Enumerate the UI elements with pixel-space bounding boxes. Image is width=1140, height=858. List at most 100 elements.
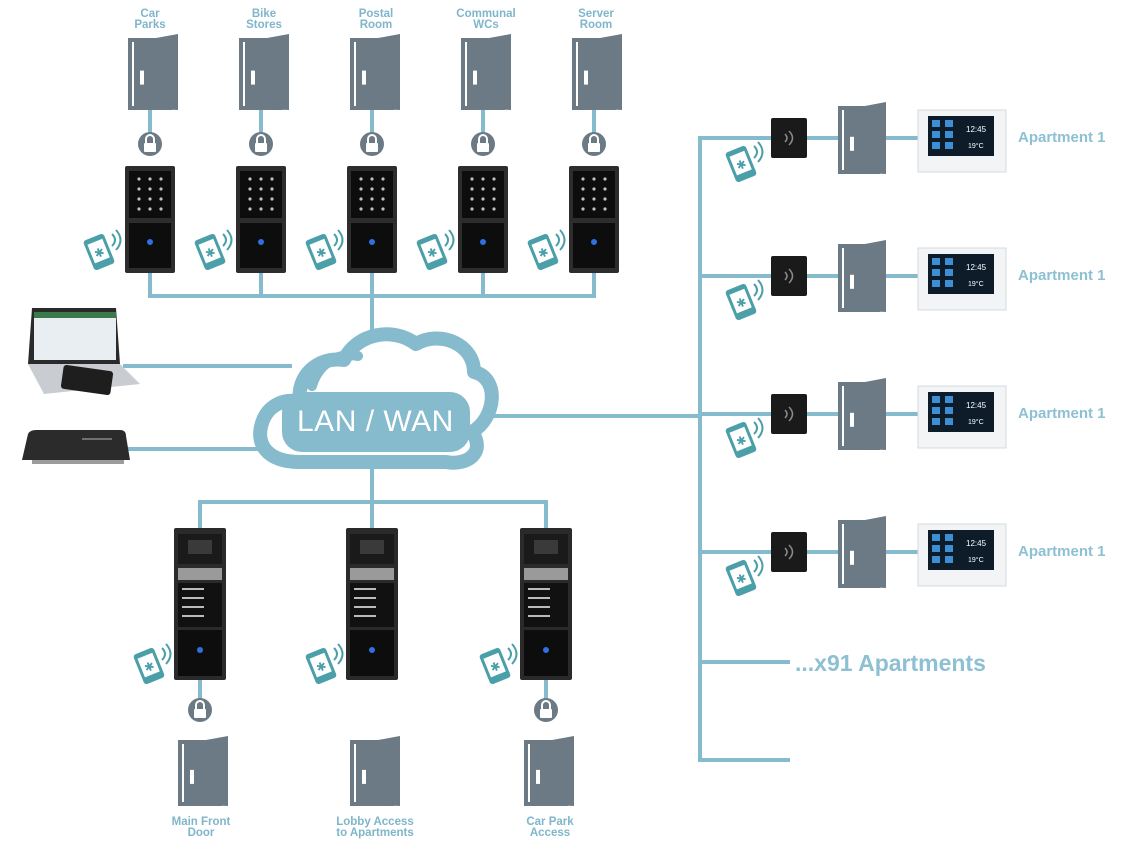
- apartment-label: Apartment 1: [1018, 405, 1106, 422]
- keypad-key: [592, 207, 596, 211]
- door-leaf: [356, 34, 400, 110]
- keypad-key: [581, 207, 585, 211]
- button-strip: [524, 568, 568, 580]
- bluetooth-phone-icon: ✱: [305, 643, 344, 685]
- monitor-tile: [932, 142, 940, 149]
- door-leaf: [844, 102, 886, 174]
- monitor-tile: [945, 534, 953, 541]
- display-module: [178, 583, 222, 627]
- keypad-key: [492, 187, 496, 191]
- monitor-tile: [945, 418, 953, 425]
- devices-layer: ✱✱✱✱✱✱✱✱✱12:4519°C✱12:4519°C✱12:4519°C✱1…: [22, 34, 1007, 806]
- monitor-tile: [932, 120, 940, 127]
- keypad-key: [148, 207, 152, 211]
- monitor-tile: [945, 545, 953, 552]
- bluetooth-led: [197, 647, 203, 653]
- display-line: [182, 615, 204, 617]
- signal-waves: [753, 141, 764, 163]
- bluetooth-glyph: ✱: [92, 245, 107, 262]
- signal-waves: [444, 229, 455, 251]
- laptop-icon: [28, 308, 140, 395]
- door-leaf: [134, 34, 178, 110]
- monitor-tile: [945, 556, 953, 563]
- door-leaf: [844, 378, 886, 450]
- keypad-key: [270, 177, 274, 181]
- door-icon: [838, 516, 886, 588]
- keypad-key: [137, 177, 141, 181]
- signal-waves: [333, 643, 344, 665]
- door-handle: [473, 70, 477, 85]
- padlock-icon: [534, 698, 558, 722]
- bluetooth-phone-icon: ✱: [527, 229, 566, 271]
- lock-body: [255, 143, 267, 152]
- door-leaf: [245, 34, 289, 110]
- keypad-key: [470, 187, 474, 191]
- monitor-tile: [945, 280, 953, 287]
- bluetooth-phone-icon: ✱: [305, 229, 344, 271]
- keypad-key: [359, 207, 363, 211]
- router-logo: [82, 438, 112, 440]
- door-handle: [850, 550, 854, 565]
- lock-body: [194, 709, 206, 718]
- keypad-key: [270, 207, 274, 211]
- door-handle: [850, 274, 854, 289]
- keypad-key: [148, 187, 152, 191]
- lock-shackle: [541, 700, 551, 709]
- door-leaf: [356, 736, 400, 806]
- connection-lines: [123, 108, 920, 762]
- bluetooth-glyph: ✱: [734, 295, 749, 312]
- lock-shackle: [195, 700, 205, 709]
- door-icon: [239, 34, 289, 110]
- padlock-icon: [360, 132, 384, 156]
- cloud-label: LAN / WAN: [297, 405, 454, 438]
- display-line: [528, 615, 550, 617]
- phone-screen: [137, 652, 160, 678]
- phone-screen: [420, 238, 443, 264]
- phone-screen: [729, 564, 752, 590]
- rfid-reader-icon: [771, 394, 807, 434]
- router-body: [22, 430, 130, 460]
- apartment-label: Apartment 1: [1018, 267, 1106, 284]
- signal-waves: [507, 643, 518, 665]
- bluetooth-phone-icon: ✱: [83, 229, 122, 271]
- rfid-waves: [784, 130, 794, 146]
- keypad-key: [481, 207, 485, 211]
- monitor-tile: [932, 418, 940, 425]
- padlock-icon: [249, 132, 273, 156]
- keypad-key: [259, 197, 263, 201]
- lock-shackle: [367, 134, 377, 143]
- intercom-panel-icon: [520, 528, 572, 680]
- phone-screen: [729, 426, 752, 452]
- keypad-key: [592, 187, 596, 191]
- keypad-key: [370, 207, 374, 211]
- keypad-key: [581, 187, 585, 191]
- laptop-screen: [34, 312, 116, 360]
- door-handle: [362, 70, 366, 85]
- phone-screen: [309, 238, 332, 264]
- keypad-reader-icon: [458, 166, 508, 273]
- display-line: [354, 588, 376, 590]
- keypad-key: [492, 207, 496, 211]
- door-icon: [128, 34, 178, 110]
- reader-body: [771, 118, 807, 158]
- keypad-key: [137, 197, 141, 201]
- reader-area: [573, 223, 615, 268]
- reader-body: [771, 532, 807, 572]
- signal-waves: [222, 229, 233, 251]
- door-icon: [838, 102, 886, 174]
- monitor-time: 12:45: [966, 125, 987, 134]
- lock-body: [477, 143, 489, 152]
- door-handle: [140, 70, 144, 85]
- door-leaf: [467, 34, 511, 110]
- monitor-tile: [932, 280, 940, 287]
- monitor-tile: [945, 120, 953, 127]
- keypad-key: [359, 177, 363, 181]
- more-apartments-label: ...x91 Apartments: [795, 650, 986, 676]
- apartment-label: Apartment 1: [1018, 129, 1106, 146]
